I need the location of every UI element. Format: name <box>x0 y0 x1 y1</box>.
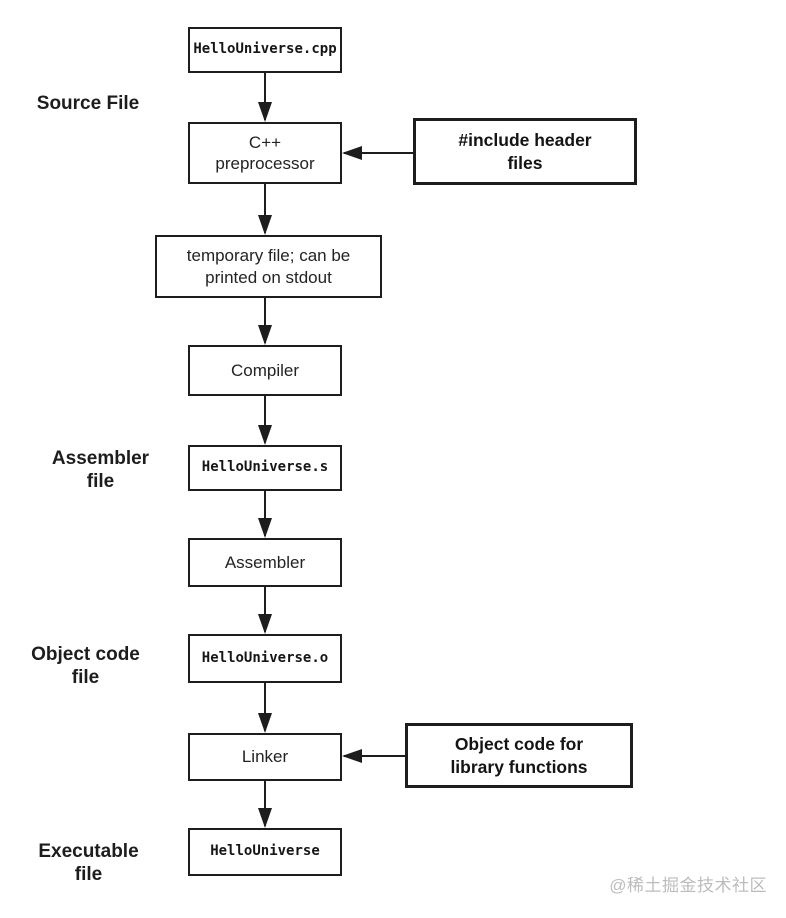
node-temp-file: temporary file; can be printed on stdout <box>155 235 382 298</box>
callout-label-line2: library functions <box>450 756 588 777</box>
callout-label-line2: files <box>507 152 543 173</box>
side-label-line1: Object code <box>31 644 140 665</box>
node-assembler-file: HelloUniverse.s <box>188 445 342 491</box>
callout-include-headers: #include header files <box>413 118 637 185</box>
node-linker: Linker <box>188 733 342 781</box>
node-label: Linker <box>241 747 289 767</box>
side-label-executable-file: Executable file <box>16 840 161 886</box>
side-label-line2: file <box>74 864 103 886</box>
side-label-line1: Assembler <box>51 448 150 469</box>
node-compiler: Compiler <box>188 345 342 396</box>
side-label-assembler-file: Assembler file <box>28 447 173 493</box>
node-label: Assembler <box>224 552 306 572</box>
side-label-object-code-file: Object code file <box>8 643 163 689</box>
node-label: Compiler <box>230 360 300 380</box>
node-label: HelloUniverse.o <box>201 649 329 666</box>
node-label-line2: printed on stdout <box>205 267 332 287</box>
side-label-line2: file <box>71 667 100 689</box>
node-label: HelloUniverse <box>210 843 320 860</box>
side-label-line1: Executable <box>38 841 139 862</box>
callout-label-line1: Object code for <box>454 733 584 754</box>
node-preprocessor: C++ preprocessor <box>188 122 342 184</box>
node-label-line1: temporary file; can be <box>186 246 351 266</box>
node-assembler: Assembler <box>188 538 342 587</box>
node-label-line2: preprocessor <box>215 154 315 173</box>
callout-library-objects: Object code for library functions <box>405 723 633 788</box>
node-object-file: HelloUniverse.o <box>188 634 342 683</box>
node-label: HelloUniverse.cpp <box>193 41 337 58</box>
side-label-text: Source File <box>36 93 140 114</box>
node-label-line1: C++ <box>248 132 282 152</box>
callout-label-line1: #include header <box>458 129 592 150</box>
side-label-line2: file <box>86 471 115 493</box>
watermark: @稀土掘金技术社区 <box>609 876 767 895</box>
node-label: HelloUniverse.s <box>201 459 329 476</box>
node-source-file: HelloUniverse.cpp <box>188 27 342 73</box>
side-label-source-file: Source File <box>18 92 158 115</box>
node-executable: HelloUniverse <box>188 828 342 876</box>
